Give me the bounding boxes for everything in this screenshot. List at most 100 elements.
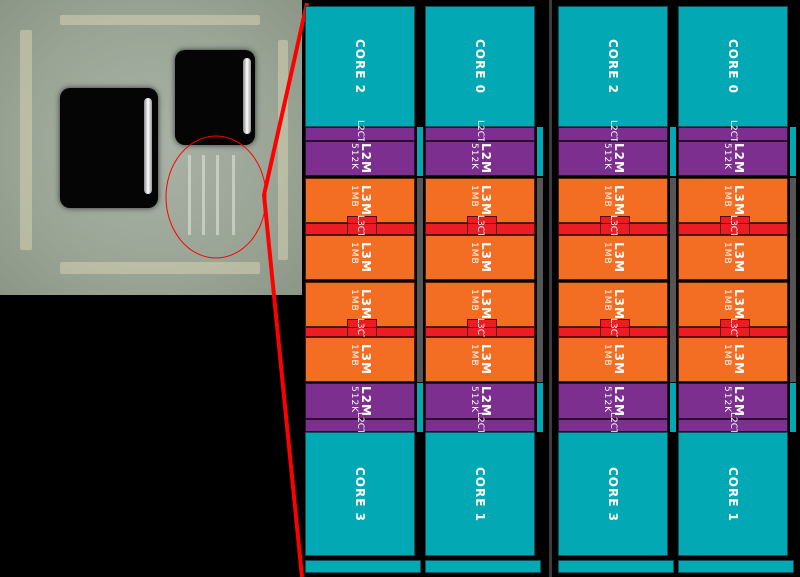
- l3ctl-label: L3CTL: [355, 318, 365, 346]
- l2-controller: L2CTL: [558, 120, 668, 148]
- bottom-strip: [678, 560, 794, 573]
- side-strip: [790, 178, 796, 382]
- l3m-size: 1MB: [602, 185, 612, 208]
- l3-controller: L3CTL: [678, 215, 788, 243]
- l2m-name: L2M: [479, 143, 493, 174]
- side-strip: [537, 178, 543, 382]
- l3-controller: L3CTL: [558, 318, 668, 346]
- l2-controller: L2CTL: [678, 120, 788, 148]
- l3ctl-label: L3CTL: [475, 215, 485, 243]
- side-strip: [670, 383, 676, 432]
- core-label: CORE 0: [473, 39, 487, 94]
- core-label: CORE 0: [726, 39, 740, 94]
- zoom-lines: [261, 2, 309, 577]
- core-bottom: CORE 1: [678, 432, 788, 556]
- l3m-size: 1MB: [722, 289, 732, 312]
- l3m-name: L3M: [612, 242, 626, 273]
- l3ctl-label: L3CTL: [728, 215, 738, 243]
- highlight-circle: [165, 135, 267, 259]
- bottom-strip: [425, 560, 541, 573]
- l3-controller: L3CTL: [305, 318, 415, 346]
- core-label: CORE 1: [473, 466, 487, 522]
- side-strip: [537, 383, 543, 432]
- l3m-name: L3M: [612, 344, 626, 375]
- inductor-large: [60, 88, 158, 208]
- l3m-size: 1MB: [602, 242, 612, 265]
- l2m-name: L2M: [612, 385, 626, 417]
- bottom-strip: [558, 560, 674, 573]
- side-strip: [417, 127, 423, 176]
- l2m-size: 512K: [349, 143, 359, 171]
- l2-controller: L2CTL: [425, 120, 535, 148]
- l3-controller: L3CTL: [678, 318, 788, 346]
- side-strip: [790, 127, 796, 176]
- core-label: CORE 2: [353, 39, 367, 94]
- l2m-size: 512K: [722, 385, 732, 413]
- l3m-name: L3M: [732, 242, 746, 273]
- l2ctl-label: L2CTL: [728, 120, 738, 148]
- inductor-small: [175, 50, 255, 145]
- l3m-size: 1MB: [469, 185, 479, 208]
- l2ctl-label: L2CTL: [475, 120, 485, 148]
- side-strip: [417, 178, 423, 382]
- l3m-name: L3M: [479, 185, 493, 216]
- core-bottom: CORE 3: [558, 432, 668, 556]
- side-strip: [670, 178, 676, 382]
- l2-controller: L2CTL: [425, 412, 535, 439]
- l3ctl-label: L3CTL: [728, 318, 738, 346]
- core-top: CORE 0: [425, 6, 535, 127]
- core-label: CORE 3: [606, 466, 620, 522]
- l3m-name: L3M: [479, 344, 493, 375]
- l2m-name: L2M: [732, 385, 746, 417]
- ccx-divider: [549, 0, 552, 577]
- core-label: CORE 1: [726, 466, 740, 522]
- core-top: CORE 2: [305, 6, 415, 127]
- l3m-name: L3M: [359, 344, 373, 375]
- l3m-name: L3M: [612, 289, 626, 320]
- l2-controller: L2CTL: [305, 120, 415, 148]
- l3ctl-label: L3CTL: [608, 215, 618, 243]
- l3m-size: 1MB: [722, 185, 732, 208]
- l2m-size: 512K: [722, 143, 732, 171]
- l3-controller: L3CTL: [305, 215, 415, 243]
- l2m-size: 512K: [602, 385, 612, 413]
- l2m-size: 512K: [602, 143, 612, 171]
- core-label: CORE 3: [353, 466, 367, 522]
- l3ctl-label: L3CTL: [475, 318, 485, 346]
- l3m-name: L3M: [479, 242, 493, 273]
- l3-controller: L3CTL: [425, 318, 535, 346]
- l3ctl-label: L3CTL: [355, 215, 365, 243]
- l2m-size: 512K: [469, 385, 479, 413]
- l3m-name: L3M: [732, 344, 746, 375]
- l3m-size: 1MB: [722, 242, 732, 265]
